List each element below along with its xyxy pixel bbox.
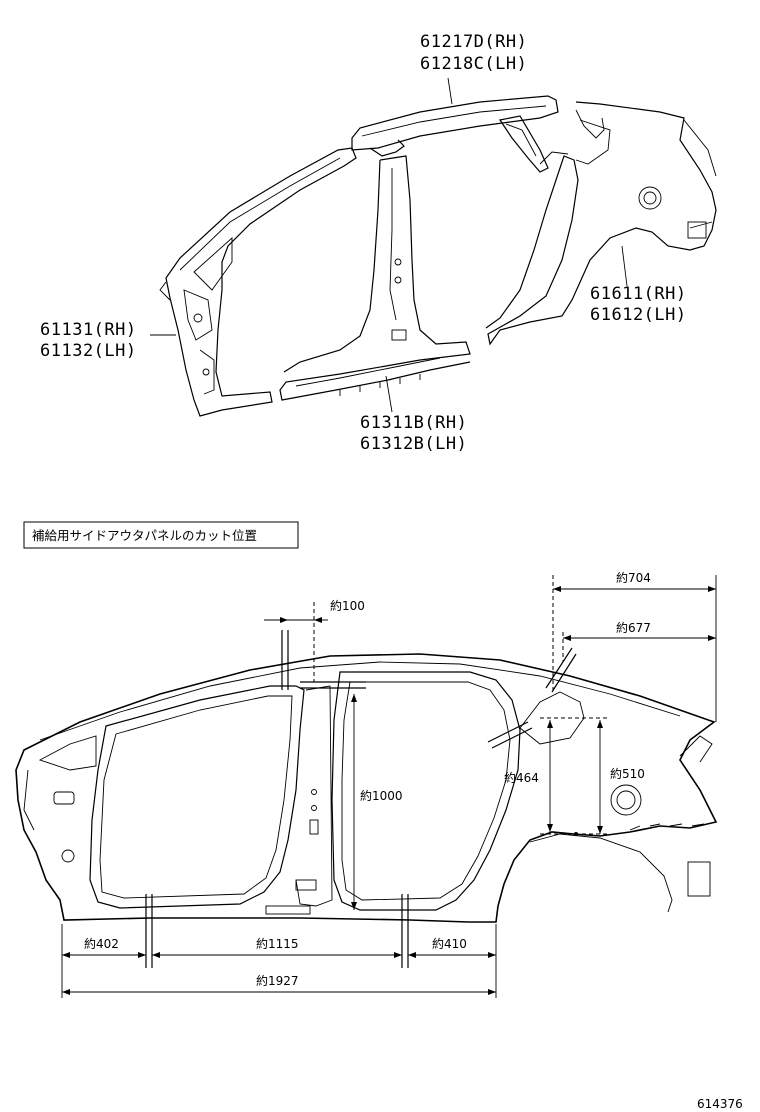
dimension-100: 約100 xyxy=(330,598,365,613)
front-pillar-label-rh: 61131(RH) xyxy=(40,320,137,340)
dimension-510: 約510 xyxy=(610,766,645,781)
front-pillar-label-lh: 61132(LH) xyxy=(40,341,137,361)
dimension-464: 約464 xyxy=(504,770,539,785)
dimension-1000: 約1000 xyxy=(360,788,403,803)
quarter-panel-part xyxy=(485,101,717,346)
dimension-704: 約704 xyxy=(616,570,651,585)
dimension-677: 約677 xyxy=(616,620,651,635)
diagram-reference-number: 614376 xyxy=(697,1097,743,1111)
dimension-lines: 約704 約677 約100 約1000 約464 xyxy=(61,570,717,998)
exploded-parts-view: 61217D(RH) 61218C(LH) 61131(RH) 61132(LH… xyxy=(40,32,717,454)
cut-position-caption: 補給用サイドアウタパネルのカット位置 xyxy=(23,521,299,549)
caption-text: 補給用サイドアウタパネルのカット位置 xyxy=(32,528,257,543)
quarter-panel-label-rh: 61611(RH) xyxy=(590,284,687,304)
roof-rail-label-rh: 61217D(RH) xyxy=(420,32,527,52)
center-pillar-label-rh: 61311B(RH) xyxy=(360,413,467,433)
center-pillar-label-lh: 61312B(LH) xyxy=(360,434,467,454)
dimension-1115: 約1115 xyxy=(256,936,299,951)
roof-rail-leader xyxy=(447,77,453,105)
dimension-402: 約402 xyxy=(84,936,119,951)
quarter-panel-leader xyxy=(621,245,628,287)
center-pillar-leader xyxy=(385,375,393,413)
dimension-1927: 約1927 xyxy=(256,973,299,988)
side-outer-panel-view xyxy=(15,653,718,923)
roof-rail-label-lh: 61218C(LH) xyxy=(420,54,527,74)
quarter-panel-label-lh: 61612(LH) xyxy=(590,305,687,325)
dimension-410: 約410 xyxy=(432,936,467,951)
roof-rail-part xyxy=(351,95,559,173)
center-pillar-part xyxy=(279,155,471,401)
front-pillar-part xyxy=(159,147,357,417)
